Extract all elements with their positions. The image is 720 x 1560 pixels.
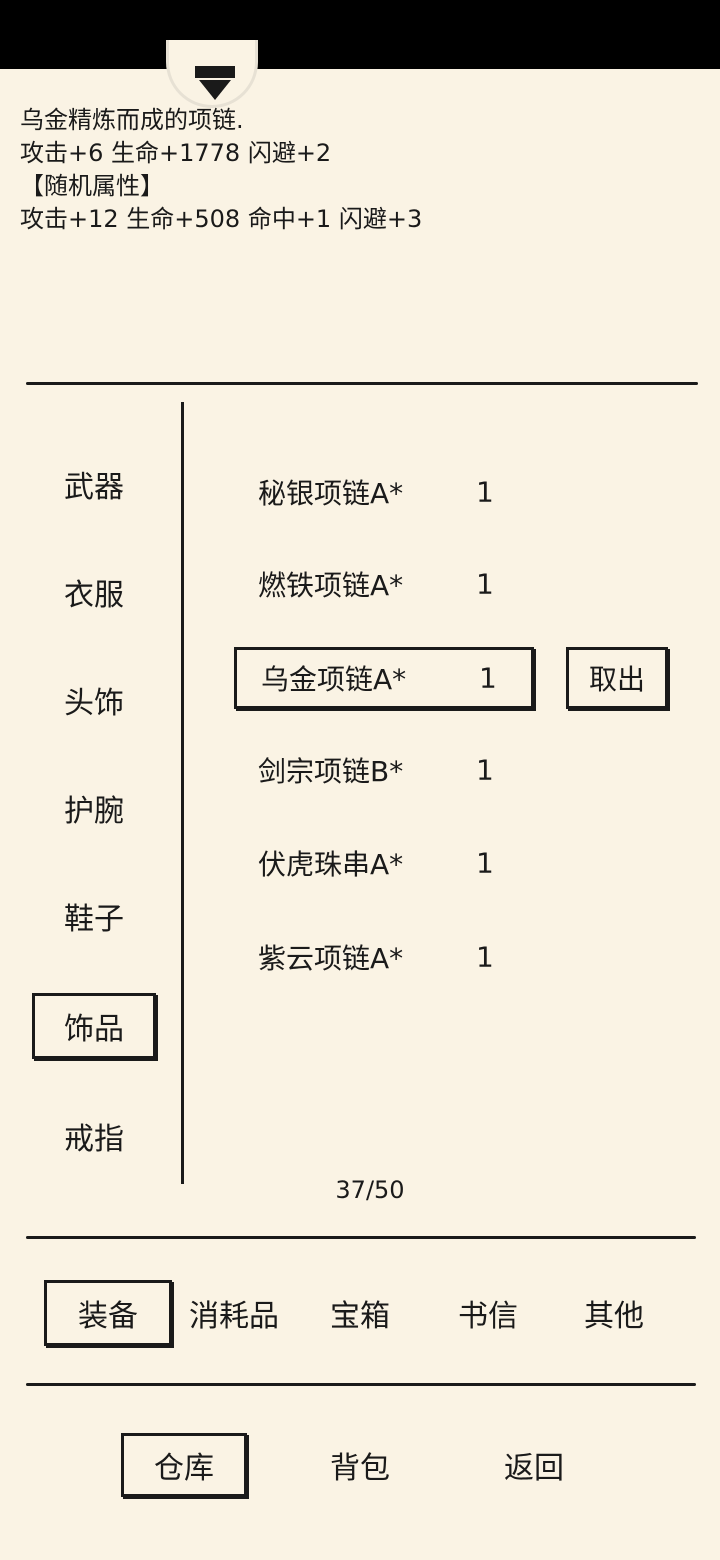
category-ring[interactable]: 戒指: [64, 1122, 124, 1157]
random-attributes-header: 【随机属性】: [20, 172, 164, 200]
tab-other[interactable]: 其他: [584, 1299, 644, 1334]
list-item[interactable]: 伏虎珠串A* 1: [234, 832, 534, 894]
item-base-stats: 攻击+6 生命+1778 闪避+2: [20, 139, 332, 167]
divider-top: [26, 382, 698, 385]
divider-bottom: [26, 1383, 696, 1386]
category-weapon[interactable]: 武器: [64, 470, 124, 505]
page-count: 37/50: [335, 1176, 405, 1204]
list-item[interactable]: 剑宗项链B* 1: [234, 739, 534, 801]
item-name: 秘银项链A*: [258, 477, 404, 510]
category-headwear[interactable]: 头饰: [64, 686, 124, 721]
tab-chests[interactable]: 宝箱: [330, 1299, 390, 1334]
category-shoes[interactable]: 鞋子: [64, 902, 124, 937]
tab-consumables[interactable]: 消耗品: [189, 1299, 279, 1334]
list-item[interactable]: 紫云项链A* 1: [234, 926, 534, 988]
item-quantity: 1: [476, 475, 494, 509]
collapse-down-icon[interactable]: [166, 40, 258, 108]
category-accessory[interactable]: 饰品: [32, 993, 156, 1059]
list-item[interactable]: 秘银项链A* 1: [234, 461, 534, 523]
back-button[interactable]: 返回: [504, 1451, 564, 1486]
backpack-button[interactable]: 背包: [330, 1451, 390, 1486]
list-item[interactable]: 燃铁项链A* 1: [234, 553, 534, 615]
list-item-selected[interactable]: 乌金项链A* 1: [234, 647, 534, 709]
tab-equipment[interactable]: 装备: [44, 1280, 172, 1346]
item-quantity: 1: [479, 661, 497, 695]
divider-vertical: [181, 402, 184, 1184]
status-bar: [0, 0, 720, 69]
warehouse-button[interactable]: 仓库: [121, 1433, 247, 1497]
item-quantity: 1: [476, 567, 494, 601]
item-random-stats: 攻击+12 生命+508 命中+1 闪避+3: [20, 205, 423, 233]
tab-letters[interactable]: 书信: [458, 1299, 518, 1334]
category-clothes[interactable]: 衣服: [64, 578, 124, 613]
divider-middle: [26, 1236, 696, 1239]
item-detail-panel: 乌金精炼而成的项链. 攻击+6 生命+1778 闪避+2 【随机属性】 攻击+1…: [20, 104, 422, 236]
take-out-button[interactable]: 取出: [566, 647, 668, 709]
item-quantity: 1: [476, 753, 494, 787]
item-name: 剑宗项链B*: [258, 755, 404, 788]
item-name: 紫云项链A*: [258, 942, 404, 975]
item-name: 伏虎珠串A*: [258, 848, 404, 881]
item-quantity: 1: [476, 846, 494, 880]
item-description: 乌金精炼而成的项链.: [20, 106, 244, 134]
category-bracer[interactable]: 护腕: [64, 794, 124, 829]
item-quantity: 1: [476, 940, 494, 974]
item-name: 燃铁项链A*: [258, 569, 404, 602]
item-name: 乌金项链A*: [261, 663, 407, 696]
